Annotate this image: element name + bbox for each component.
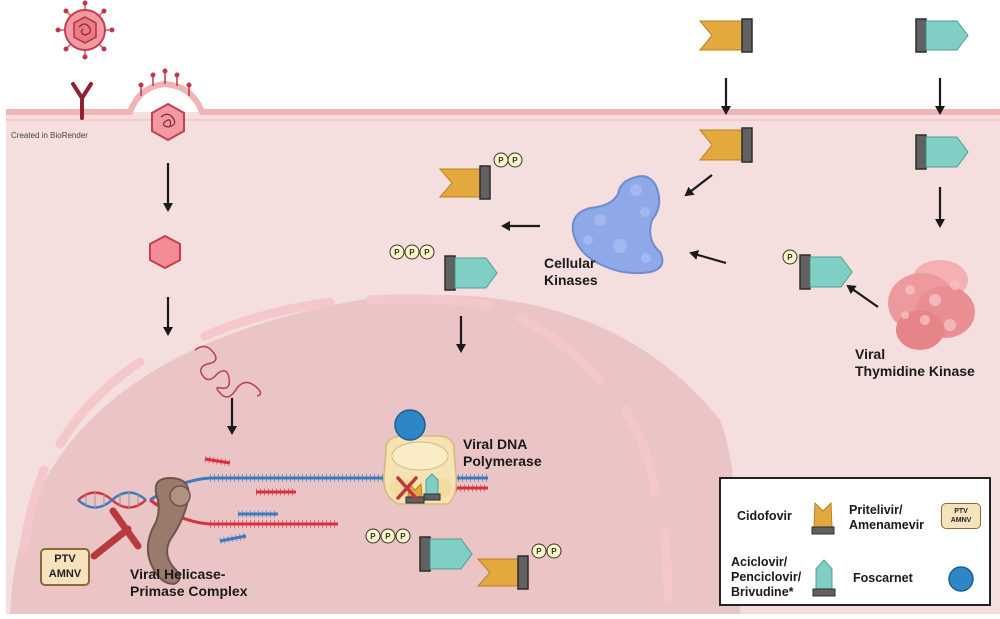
tk-arrow <box>846 284 879 308</box>
phosphate-label: P <box>787 253 793 262</box>
legend-aciclovir-line2: Penciclovir/ <box>731 570 802 584</box>
viral-genome-icon <box>194 345 262 398</box>
helicase-line2: Primase Complex <box>130 583 248 599</box>
legend-aciclovir-line3: Brivudine* <box>731 585 794 599</box>
drug-uptake-arrows <box>721 78 945 228</box>
ptv-amnv-badge: PTV AMNV <box>40 548 90 586</box>
phosphate-label: P <box>551 547 557 556</box>
phosphate-label: P <box>536 547 542 556</box>
to-kinase-arrow-1 <box>689 250 727 265</box>
legend-cidofovir-label: Cidofovir <box>737 509 792 523</box>
legend-box: Cidofovir Pritelivir/ Amenamevir PTV AMN… <box>719 477 991 606</box>
legend-aciclovir-line1: Aciclovir/ <box>731 555 788 569</box>
foscarnet-bound-icon <box>394 409 426 441</box>
cell-membrane <box>6 80 1000 115</box>
cellular-kinases-line2: Kinases <box>544 272 598 288</box>
cellular-kinases-label: Cellular Kinases <box>544 255 598 289</box>
cidofovir-inside-icon <box>698 127 753 163</box>
aciclovir-triphosphate-bottom-icon: P P P <box>365 528 473 572</box>
viral-thymidine-kinase-icon <box>888 260 975 350</box>
phosphate-label: P <box>512 156 518 165</box>
nuclear-envelope <box>19 294 673 605</box>
aciclovir-outside-icon <box>915 18 969 53</box>
biorender-credit: Created in BioRender <box>11 131 88 140</box>
aciclovir-incorporated-icon <box>423 473 441 501</box>
virion-icon <box>55 0 115 60</box>
aciclovir-monophosphate-icon: P <box>782 249 853 290</box>
legend-foscarnet-label: Foscarnet <box>853 571 913 585</box>
cellular-kinases-line1: Cellular <box>544 255 596 271</box>
legend-badge-line1: PTV <box>954 508 968 515</box>
phosphate-label: P <box>394 248 400 257</box>
legend-aciclovir-label: Aciclovir/ Penciclovir/ Brivudine* <box>731 555 801 600</box>
legend-ptv-amnv-badge: PTV AMNV <box>941 503 981 529</box>
cidofovir-diphosphate-icon: P P <box>438 152 523 200</box>
aciclovir-triphosphate-icon: P P P <box>389 244 498 291</box>
phosphate-label: P <box>400 532 406 541</box>
cellular-kinases-icon <box>571 175 664 275</box>
blocked-cross-icon <box>396 476 418 500</box>
inhibition-symbol <box>90 507 142 560</box>
legend-pritelivir-line1: Pritelivir/ <box>849 503 903 517</box>
legend-pritelivir-line2: Amenamevir <box>849 518 925 532</box>
legend-badge-line2: AMNV <box>950 517 972 524</box>
helicase-primase-complex-icon <box>146 476 191 586</box>
helicase-line1: Viral Helicase- <box>130 566 226 582</box>
viral-tk-line1: Viral <box>855 346 886 362</box>
polymerase-line2: Polymerase <box>463 453 542 469</box>
legend-cidofovir-icon <box>811 501 835 535</box>
phosphate-label: P <box>370 532 376 541</box>
viral-tk-label: Viral Thymidine Kinase <box>855 346 975 380</box>
badge-line2: AMNV <box>48 568 82 580</box>
okazaki-fragments <box>204 455 296 545</box>
aciclovir-inside-icon <box>915 134 969 170</box>
polymerase-label: Viral DNA Polymerase <box>463 436 542 470</box>
nucleus <box>10 295 740 614</box>
viral-tk-line2: Thymidine Kinase <box>855 363 975 379</box>
phosphate-label: P <box>409 248 415 257</box>
entering-virion-icon <box>138 68 192 142</box>
capsid-icon <box>149 234 181 270</box>
badge-line1: PTV <box>54 553 76 565</box>
cidofovir-outside-icon <box>698 18 753 53</box>
legend-pritelivir-label: Pritelivir/ Amenamevir <box>849 503 924 533</box>
dna-double-helix <box>77 491 147 509</box>
receptor-icon <box>71 82 93 120</box>
legend-foscarnet-icon <box>948 566 974 592</box>
legend-aciclovir-icon <box>812 559 836 597</box>
phosphate-label: P <box>424 248 430 257</box>
to-kinase-arrow-2 <box>684 174 713 197</box>
entry-arrows <box>163 163 237 435</box>
phosphate-label: P <box>385 532 391 541</box>
helicase-label: Viral Helicase- Primase Complex <box>130 566 248 600</box>
phosphate-label: P <box>498 156 504 165</box>
cidofovir-diphosphate-bottom-icon: P P <box>476 543 562 590</box>
polymerase-line1: Viral DNA <box>463 436 528 452</box>
